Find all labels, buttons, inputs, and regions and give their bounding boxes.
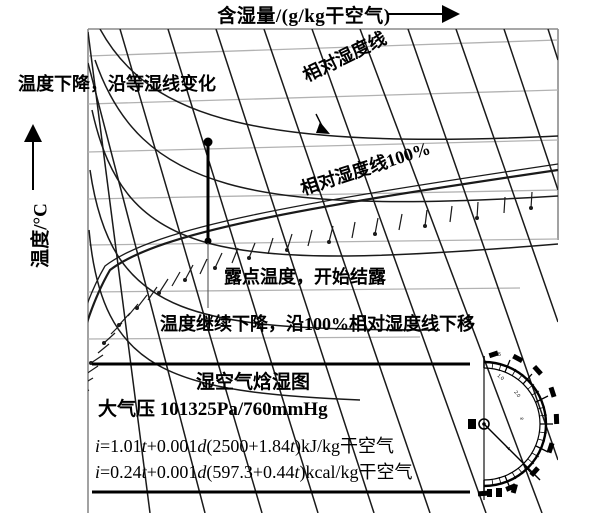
eq-kcal-c: (597.3+0.44 xyxy=(206,462,295,482)
eq-kj-a: =1.01 xyxy=(100,436,142,456)
humidity-axis-label: 含湿量/(g/kg干空气) xyxy=(217,6,391,27)
pressure-value: 101325Pa/760mmHg xyxy=(159,399,328,420)
info-box-title: 湿空气焓湿图 xyxy=(196,372,311,393)
saturation-curve-100 xyxy=(88,163,558,392)
eq-kcal-d: d xyxy=(197,462,207,482)
svg-text:1.0: 1.0 xyxy=(496,373,505,382)
isotherm-lines xyxy=(88,39,558,340)
eq-kj-c: (2500+1.84 xyxy=(206,436,290,456)
eq-kj-t2: t xyxy=(290,436,296,456)
eq-kj-b: +0.001 xyxy=(146,436,198,456)
annotation-continued-drop: 温度继续下降，沿100%相对湿度线下移 xyxy=(160,314,475,334)
eq-kcal-t1: t xyxy=(141,462,147,482)
eq-kcal-b: +0.001 xyxy=(146,462,198,482)
info-box-pressure: 大气压 101325Pa/760mmHg xyxy=(98,394,328,421)
svg-text:∞: ∞ xyxy=(520,416,524,422)
eq-kj-d: d xyxy=(197,436,207,456)
pressure-label: 大气压 xyxy=(98,399,156,420)
annotation-dew-point: 露点温度，开始结露 xyxy=(224,267,386,287)
info-box-rules xyxy=(92,362,470,494)
svg-text:0.5: 0.5 xyxy=(494,352,501,358)
eq-kcal-lhs: i xyxy=(95,462,101,482)
enthalpy-equation-kj: i=1.01t+0.001d(2500+1.84t)kJ/kg干空气 xyxy=(95,432,394,458)
eq-kcal-t2: t xyxy=(294,462,300,482)
eq-kcal-a: =0.24 xyxy=(100,462,142,482)
eq-kcal-d2: )kcal/kg干空气 xyxy=(299,462,413,482)
epsilon-ratio-protractor: 0.5 1.0 2.0 ∞ -4 xyxy=(468,350,560,500)
enthalpy-equation-kcal: i=0.24t+0.001d(597.3+0.44t)kcal/kg干空气 xyxy=(95,458,413,484)
annotation-temperature-drop: 温度下降，沿等湿线变化 xyxy=(18,74,216,94)
wet-bulb-tick-dots xyxy=(89,206,533,365)
eq-kj-t1: t xyxy=(141,436,147,456)
wet-bulb-ticks xyxy=(88,191,533,392)
temperature-axis-label: 温度/°C xyxy=(30,203,52,268)
eq-kj-lhs: i xyxy=(95,436,101,456)
cooling-process-line xyxy=(203,137,213,245)
enthalpy-lines xyxy=(88,29,558,513)
rh-line-arrow-head xyxy=(316,122,330,134)
svg-text:2.0: 2.0 xyxy=(512,390,521,399)
chart-frame xyxy=(87,28,559,513)
svg-text:-4: -4 xyxy=(504,445,511,453)
eq-kj-d2: )kJ/kg干空气 xyxy=(295,436,395,456)
